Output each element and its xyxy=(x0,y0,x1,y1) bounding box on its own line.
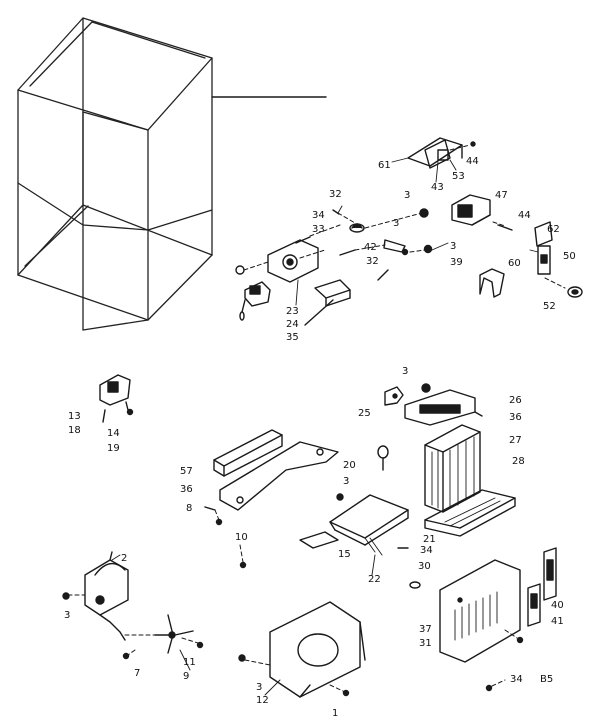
callout-32: 32 xyxy=(366,256,379,267)
callout-31: 31 xyxy=(419,638,432,649)
callout-44: 44 xyxy=(518,210,531,221)
callout-30: 30 xyxy=(418,561,431,572)
door-hinge-parts xyxy=(479,221,583,298)
callout-34: 34 xyxy=(420,545,433,556)
callout-21: 21 xyxy=(423,534,436,545)
evaporator-coil xyxy=(424,424,481,513)
callout-11: 11 xyxy=(183,657,196,668)
callout-13: 13 xyxy=(68,411,81,422)
callout-40: 40 xyxy=(551,600,564,611)
callout-1: 1 xyxy=(332,708,338,719)
callout-3: 3 xyxy=(402,366,408,377)
part-callouts: 61 43 53 44 32 34 33 3 3 47 44 42 3 32 3… xyxy=(64,156,576,719)
callout-20: 20 xyxy=(343,460,356,471)
callout-14: 14 xyxy=(107,428,120,439)
callout-35: 35 xyxy=(286,332,299,343)
defrost-heater-assembly xyxy=(299,445,409,556)
rear-grille-panel xyxy=(409,559,521,663)
callout-3: 3 xyxy=(343,476,349,487)
loose-screws-left xyxy=(204,506,247,569)
louver-parts xyxy=(527,547,557,627)
callout-37: 37 xyxy=(419,624,432,635)
control-housing xyxy=(235,239,351,326)
callout-12: 12 xyxy=(256,695,269,706)
callout-61: 61 xyxy=(378,160,391,171)
condenser-fan-shroud xyxy=(238,601,366,698)
callout-32: 32 xyxy=(329,189,342,200)
callout-34: 34 xyxy=(312,210,325,221)
callout-53: 53 xyxy=(452,171,465,182)
callout-3: 3 xyxy=(64,610,70,621)
callout-42: 42 xyxy=(364,242,377,253)
callout-3: 3 xyxy=(393,218,399,229)
callout-3: 3 xyxy=(404,190,410,201)
callout-leaders xyxy=(111,157,539,696)
callout-43: 43 xyxy=(431,182,444,193)
callout-28: 28 xyxy=(512,456,525,467)
callout-3: 3 xyxy=(256,682,262,693)
condenser-fan-motor xyxy=(62,551,161,641)
callout-8: 8 xyxy=(186,503,192,514)
callout-25: 25 xyxy=(358,408,371,419)
callout-26: 26 xyxy=(509,395,522,406)
callout-52: 52 xyxy=(543,301,556,312)
callout-10: 10 xyxy=(235,532,248,543)
callout-23: 23 xyxy=(286,306,299,317)
callout-19: 19 xyxy=(107,443,120,454)
callout-15: 15 xyxy=(338,549,351,560)
callout-22: 22 xyxy=(368,574,381,585)
callout-B5: B5 xyxy=(540,674,553,685)
duct-cover xyxy=(213,429,339,511)
callout-36: 36 xyxy=(509,412,522,423)
callout-41: 41 xyxy=(551,616,564,627)
callout-57: 57 xyxy=(180,466,193,477)
drain-pan xyxy=(424,489,516,537)
callout-7: 7 xyxy=(134,668,140,679)
callout-24: 24 xyxy=(286,319,299,330)
control-screws-row xyxy=(295,208,433,281)
callout-39: 39 xyxy=(450,257,463,268)
damper-bracket-assembly xyxy=(407,137,476,169)
callout-50: 50 xyxy=(563,251,576,262)
callout-3: 3 xyxy=(450,241,456,252)
callout-62: 62 xyxy=(547,224,560,235)
callout-60: 60 xyxy=(508,258,521,269)
relay-assembly xyxy=(99,374,134,423)
damper-control-unit xyxy=(451,194,513,231)
callout-9: 9 xyxy=(183,671,189,682)
callout-36: 36 xyxy=(180,484,193,495)
callout-27: 27 xyxy=(509,435,522,446)
fan-blade xyxy=(122,614,204,660)
cabinet-outline xyxy=(17,17,327,331)
rear-screws xyxy=(485,629,524,692)
callout-2: 2 xyxy=(121,553,127,564)
callout-33: 33 xyxy=(312,224,325,235)
callout-18: 18 xyxy=(68,425,81,436)
callout-34: 34 xyxy=(510,674,523,685)
callout-44: 44 xyxy=(466,156,479,167)
fan-shroud-upper xyxy=(384,383,483,426)
callout-47: 47 xyxy=(495,190,508,201)
